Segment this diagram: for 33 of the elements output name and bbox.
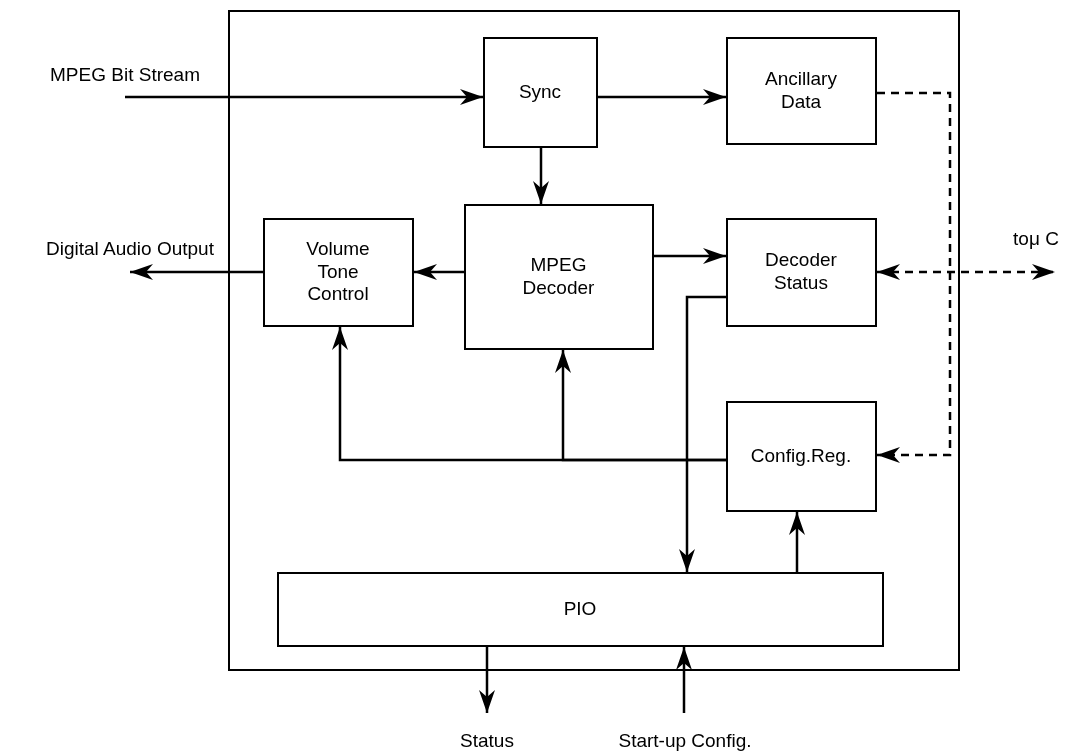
block-box xyxy=(262,217,414,327)
block-label: Config.Reg. xyxy=(750,444,852,468)
arrow xyxy=(598,89,726,105)
signal-label: Digital Audio Output xyxy=(46,238,214,261)
arrow xyxy=(130,264,263,280)
signal-label: toμ C xyxy=(1013,228,1059,251)
block-label: Ancillary Data xyxy=(764,67,838,114)
signal-label: Start-up Config. xyxy=(618,730,752,753)
signal-label: MPEG Bit Stream xyxy=(50,64,200,87)
block-box xyxy=(463,203,654,350)
arrow xyxy=(533,148,549,204)
arrow xyxy=(676,647,692,713)
arrow xyxy=(414,264,464,280)
chip-outline xyxy=(228,10,960,671)
arrow xyxy=(479,647,495,713)
block-box xyxy=(482,36,598,148)
block-box xyxy=(725,217,877,327)
block-box xyxy=(276,571,884,647)
block-label: Volume Tone Control xyxy=(305,237,371,307)
arrow xyxy=(789,512,805,572)
dashed-arrow xyxy=(877,264,1055,280)
dashed-arrow xyxy=(877,91,952,463)
block-label: Decoder Status xyxy=(764,249,838,295)
block-label: MPEG Decoder xyxy=(521,253,596,300)
signal-label: Status xyxy=(460,730,514,753)
block-label: PIO xyxy=(563,597,597,621)
block-label: Sync xyxy=(518,80,562,104)
block-box xyxy=(725,36,877,145)
block-box xyxy=(725,400,877,512)
arrow xyxy=(555,350,726,462)
arrow xyxy=(654,248,726,264)
arrow xyxy=(679,295,726,572)
arrow xyxy=(125,89,483,105)
